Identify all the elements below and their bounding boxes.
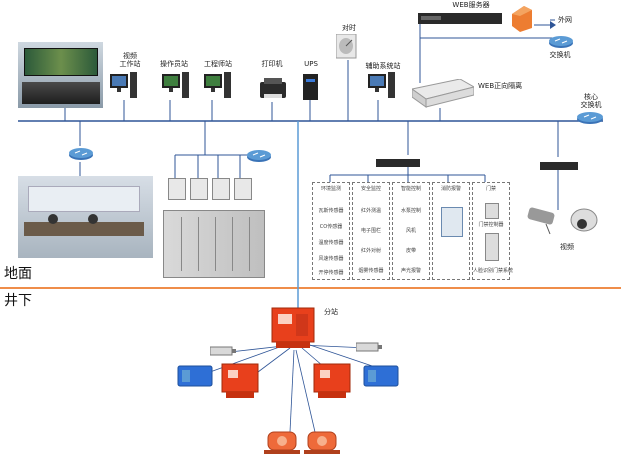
time-sync-icon — [335, 33, 358, 64]
video-workstation-label: 视频 工作站 — [119, 52, 141, 68]
subsystem-item: 风机 — [405, 228, 416, 234]
subsystem-item: 烟雾传感器 — [358, 268, 384, 274]
distribution-switch-icon — [246, 148, 272, 167]
camera-icon — [526, 204, 600, 240]
core-switch-icon — [576, 110, 604, 129]
video-workstation-icon — [110, 72, 138, 104]
motor-left-icon — [262, 428, 302, 460]
subsystem-item: 温度传感器 — [318, 240, 344, 246]
face-terminal-icon — [485, 233, 499, 261]
subsystem-item: 风速传感器 — [318, 256, 344, 262]
ground-label: 地面 — [4, 266, 32, 282]
subsystem-title: 环境监测 — [320, 186, 341, 192]
firewall-icon — [512, 6, 532, 36]
door-controller-icon — [485, 203, 499, 219]
core-switch-label: 核心 交换机 — [580, 93, 602, 109]
ups-icon — [303, 74, 319, 104]
fire-panel-icon — [441, 207, 463, 237]
subsystem-box-access: 门禁 门禁控制器 人脸识别门禁系统 — [472, 182, 514, 280]
subsystem-item: 声光报警 — [400, 268, 421, 274]
web-server-icon — [418, 11, 502, 30]
sensor-right-icon — [355, 340, 382, 359]
aux-workstation-label: 辅助系统站 — [365, 62, 401, 70]
subsystem-title: 安全监控 — [360, 186, 381, 192]
web-isolation-label: WEB正向隔离 — [478, 82, 523, 90]
subsystem-item: 红外对射 — [360, 248, 381, 254]
operator-workstation-icon — [162, 72, 190, 104]
subsystem-title: 智能控制 — [400, 186, 421, 192]
control-room-photo — [18, 176, 153, 258]
subsystem-item: 皮带 — [405, 248, 416, 254]
video-wall-photo — [18, 42, 103, 108]
substation-label: 分站 — [324, 308, 338, 316]
subsystem-item: 人脸识别门禁系统 — [473, 268, 514, 274]
subsystem-switch-icon — [376, 154, 420, 173]
subsystem-title: 消防报警 — [440, 186, 461, 192]
subsystem-item: 门禁控制器 — [478, 222, 504, 228]
external-arrow-icon — [534, 15, 556, 34]
subsystem-box-safety: 安全监控 红外测温 电子围栏 红外对射 烟雾传感器 — [352, 182, 390, 280]
motor-right-icon — [302, 428, 342, 460]
aux-workstation-icon — [368, 72, 396, 104]
external-network-label: 外网 — [558, 16, 572, 24]
printer-icon — [258, 76, 288, 106]
switch-icon — [548, 34, 574, 53]
switchgear-cabinets — [163, 210, 265, 278]
blue-device-right-icon — [362, 362, 402, 394]
subsystem-box-environment: 环境监测 瓦斯传感器 CO传感器 温度传感器 风速传感器 开停传感器 — [312, 182, 350, 280]
subsystem-item: 红外测温 — [360, 208, 381, 214]
subsystem-item: 电子围栏 — [360, 228, 381, 234]
web-isolation-device-icon — [410, 78, 476, 113]
subsystem-box-fire: 消防报警 — [432, 182, 470, 280]
video-label: 视频 — [560, 243, 574, 251]
subsystem-item: 水泵控制 — [400, 208, 421, 214]
printer-label: 打印机 — [261, 60, 283, 68]
subsystem-item: 开停传感器 — [318, 270, 344, 276]
underground-label: 井下 — [4, 293, 32, 309]
ups-label: UPS — [304, 60, 318, 68]
web-server-label: WEB服务器 — [452, 1, 490, 9]
video-switch-icon — [540, 157, 578, 176]
blue-device-left-icon — [176, 362, 216, 394]
sensor-left-icon — [209, 344, 236, 363]
red-device-left-icon — [218, 362, 262, 404]
subsystem-title: 门禁 — [485, 186, 496, 192]
switch-label: 交换机 — [549, 51, 571, 59]
time-sync-label: 对时 — [342, 24, 356, 32]
subsystem-box-control: 智能控制 水泵控制 风机 皮带 声光报警 — [392, 182, 430, 280]
engineer-workstation-icon — [204, 72, 232, 104]
operator-workstation-label: 操作员站 — [160, 60, 188, 68]
substation-icon — [270, 306, 316, 354]
subsystem-item: 瓦斯传感器 — [318, 208, 344, 214]
controller-boxes — [168, 178, 252, 200]
engineer-workstation-label: 工程师站 — [204, 60, 232, 68]
red-device-right-icon — [310, 362, 354, 404]
subsystem-item: CO传感器 — [319, 224, 343, 230]
router-icon — [68, 146, 94, 165]
